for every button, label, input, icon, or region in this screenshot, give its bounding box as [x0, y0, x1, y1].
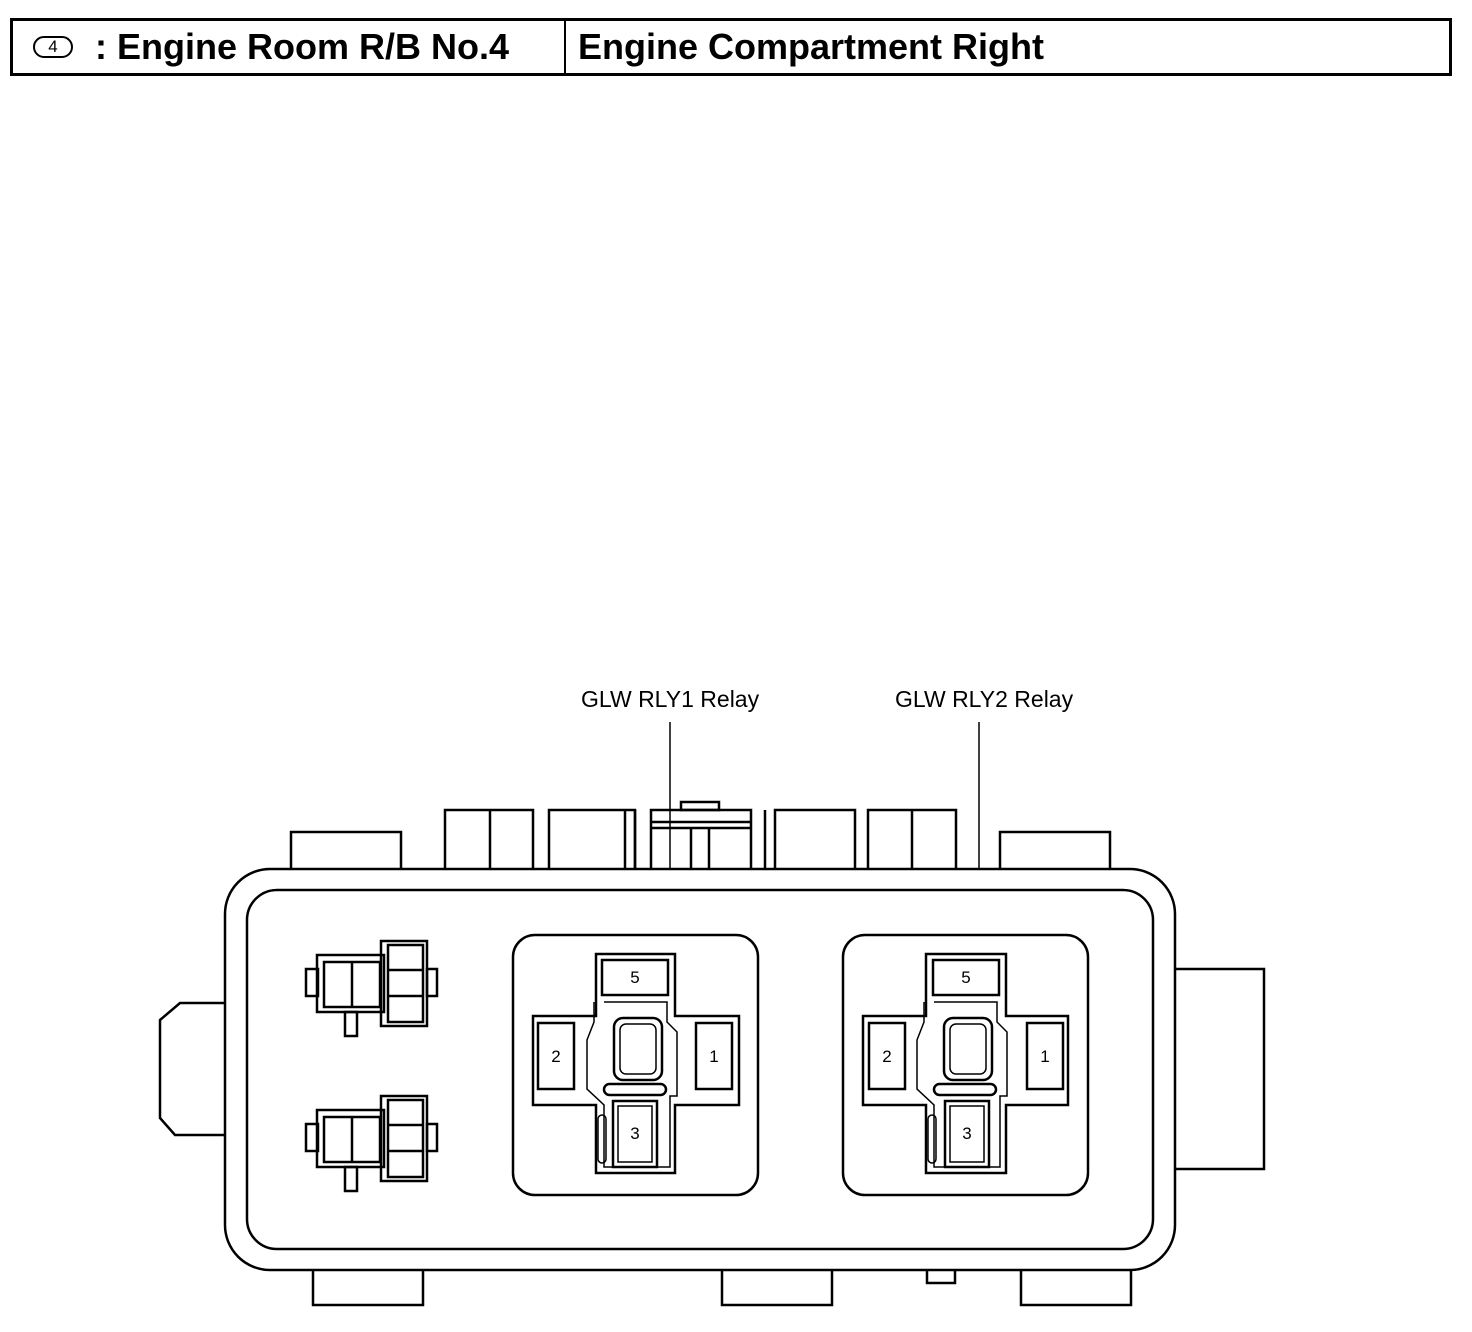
relay2-pin-2: 2 [882, 1047, 891, 1066]
left-connector [158, 1001, 224, 1137]
title-cell: 4 : Engine Room R/B No.4 [13, 21, 566, 73]
relay1-pin-3: 3 [630, 1124, 639, 1143]
relay1-pin-1: 1 [709, 1047, 718, 1066]
relay2-pin-1: 1 [1040, 1047, 1049, 1066]
relay-socket-1: 5 2 1 3 [511, 933, 760, 1197]
top-tabs [289, 800, 1112, 892]
relay-block-title: : Engine Room R/B No.4 [95, 26, 509, 67]
location-cell: Engine Compartment Right [566, 21, 1449, 73]
bottom-tabs [311, 1269, 1133, 1307]
relay1-pin-2: 2 [551, 1047, 560, 1066]
title-bar: 4 : Engine Room R/B No.4 Engine Compartm… [10, 18, 1452, 76]
relay2-pin-5: 5 [961, 968, 970, 987]
small-connector-lower [304, 1094, 439, 1193]
relay-socket-2: 5 2 1 3 [841, 933, 1090, 1197]
relay2-pin-3: 3 [962, 1124, 971, 1143]
right-connector [1175, 967, 1266, 1171]
small-connector-upper [304, 939, 439, 1038]
relay-block-inner-wall [245, 888, 1155, 1251]
relay2-label: GLW RLY2 Relay [895, 686, 1074, 712]
relay-block-housing [223, 867, 1177, 1272]
relay1-label: GLW RLY1 Relay [581, 686, 760, 712]
relay-block-location: Engine Compartment Right [578, 26, 1044, 67]
location-number-badge: 4 [33, 36, 73, 58]
relay1-pin-5: 5 [630, 968, 639, 987]
